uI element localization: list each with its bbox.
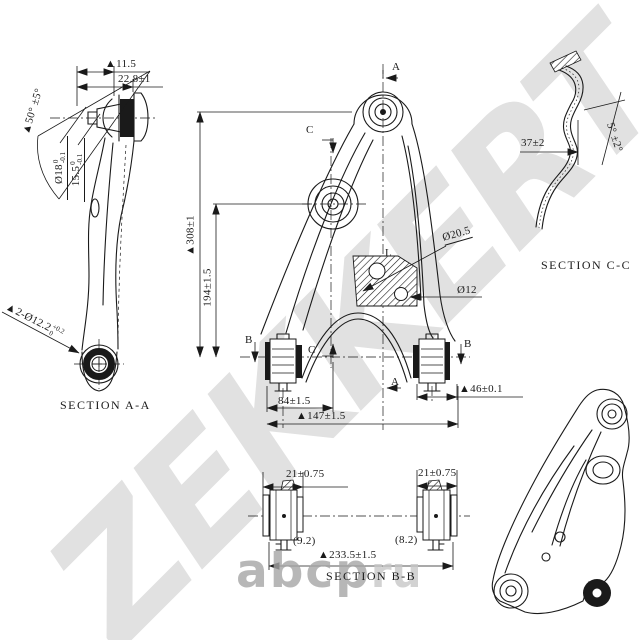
section-marker-b-left: B <box>245 334 253 346</box>
section-marker-a-top: A <box>392 61 401 73</box>
section-bb-drawing <box>248 470 470 570</box>
dim-22-8: 22.8±1 <box>118 73 151 85</box>
dim-46: ▲46±0.1 <box>459 383 503 395</box>
dim-233-5: ▲233.5±1.5 <box>318 549 377 561</box>
section-marker-c-bottom: C <box>308 344 316 356</box>
dim-147: ▲147±1.5 <box>296 410 346 422</box>
dim-21-right: 21±0.75 <box>418 467 457 479</box>
dim-37: 37±2 <box>521 137 545 149</box>
front-view-drawing <box>196 64 523 430</box>
perspective-view-drawing <box>491 388 630 615</box>
section-aa-label: SECTION A-A <box>60 398 151 412</box>
site-watermark: abcpru <box>236 544 422 599</box>
dim-308: ▲308±1 <box>184 215 197 256</box>
side-view-drawing <box>1 66 163 392</box>
section-marker-a-bottom: A <box>391 376 400 388</box>
dim-21-left: 21±0.75 <box>286 468 325 480</box>
dim-11-5: ▲11.5 <box>105 58 137 70</box>
section-marker-b-right: B <box>464 338 472 350</box>
section-cc-drawing <box>520 50 626 230</box>
dim-diameter-12: Ø12 <box>457 284 477 296</box>
dim-84: 84±1.5 <box>278 395 311 407</box>
dim-9-2: (9.2) <box>293 535 316 547</box>
section-bb-label: SECTION B-B <box>326 569 417 583</box>
section-marker-c-top: C <box>306 124 314 136</box>
label-l: L <box>385 247 393 259</box>
dim-194: 194±1.5 <box>201 268 214 307</box>
section-cc-label: SECTION C-C <box>541 258 632 272</box>
dim-8-2: (8.2) <box>395 534 418 546</box>
